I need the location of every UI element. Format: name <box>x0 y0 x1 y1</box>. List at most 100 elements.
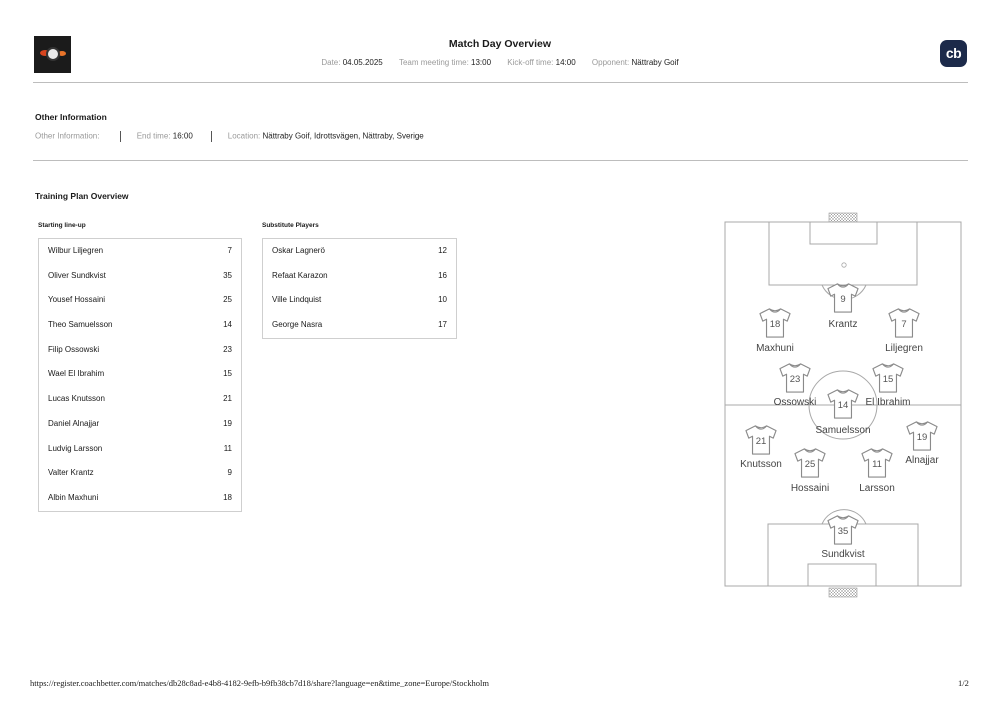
player-name: Refaat Karazon <box>272 270 328 280</box>
player-name: Wael El Ibrahim <box>48 369 105 379</box>
player-marker[interactable]: 15 El Ibrahim <box>865 363 911 408</box>
top-penalty-spot <box>841 262 847 268</box>
starting-lineup-label: Starting line-up <box>38 222 86 229</box>
other-info-field: Other Information: <box>35 131 100 141</box>
player-label: Knutsson <box>740 459 782 470</box>
player-label: Larsson <box>859 483 895 494</box>
location-field: Location: Nättraby Goif, Idrottsvägen, N… <box>227 131 424 141</box>
logo-flame-shape <box>40 50 50 56</box>
top-goal-area <box>809 221 878 245</box>
player-name: Albin Maxhuni <box>48 492 99 502</box>
footer-url[interactable]: https://register.coachbetter.com/matches… <box>30 678 489 688</box>
table-row: Ville Lindquist 10 <box>263 288 456 313</box>
jersey-number: 25 <box>805 459 816 470</box>
player-label: Hossaini <box>791 483 829 494</box>
jersey-number: 23 <box>790 374 801 385</box>
jersey-number: 19 <box>917 432 928 443</box>
table-row: Oliver Sundkvist 35 <box>39 264 241 289</box>
player-number: 25 <box>223 295 232 305</box>
player-name: George Nasra <box>272 320 323 330</box>
table-row: Refaat Karazon 16 <box>263 264 456 289</box>
player-label: Sundkvist <box>821 549 865 560</box>
table-row: Lucas Knutsson 21 <box>39 387 241 412</box>
meta-date: Date: 04.05.2025 <box>321 58 383 67</box>
field-separator <box>119 131 121 142</box>
table-row: Albin Maxhuni 18 <box>39 486 241 511</box>
table-row: Oskar Lagnerö 12 <box>263 239 456 264</box>
player-label: Ossowski <box>774 397 817 408</box>
player-number: 12 <box>438 246 447 255</box>
player-name: Oliver Sundkvist <box>48 270 106 280</box>
player-label: El Ibrahim <box>865 397 910 408</box>
jersey-number: 9 <box>840 294 845 305</box>
divider <box>33 82 968 83</box>
player-name: Oskar Lagnerö <box>272 246 325 255</box>
meta-team-meeting: Team meeting time: 13:00 <box>398 58 492 67</box>
jersey-number: 35 <box>838 526 849 537</box>
player-name: Theo Samuelsson <box>48 320 113 330</box>
player-number: 10 <box>438 295 447 305</box>
page-title: Match Day Overview <box>448 38 552 50</box>
player-label: Krantz <box>829 319 858 330</box>
jersey-number: 7 <box>901 319 906 330</box>
table-row: Daniel Alnajjar 19 <box>39 412 241 437</box>
player-number: 16 <box>438 270 447 280</box>
logo-flame-shape <box>58 51 66 56</box>
training-plan-title: Training Plan Overview <box>35 191 129 201</box>
jersey-number: 21 <box>756 436 767 447</box>
match-meta: Date: 04.05.2025 Team meeting time: 13:0… <box>0 58 1000 67</box>
end-time-field: End time: 16:00 <box>136 131 193 141</box>
player-number: 9 <box>227 468 232 478</box>
player-name: Lucas Knutsson <box>48 394 105 404</box>
bottom-goal-net <box>828 587 858 598</box>
table-row: Theo Samuelsson 14 <box>39 313 241 338</box>
page-number: 1/2 <box>958 678 969 688</box>
player-name: Ludvig Larsson <box>48 443 103 453</box>
coachbetter-logo: cb <box>940 40 967 67</box>
jersey-number: 14 <box>838 400 849 411</box>
player-number: 14 <box>223 320 232 330</box>
player-number: 35 <box>223 270 232 280</box>
player-name: Wilbur Liljegren <box>48 246 104 255</box>
jersey-number: 18 <box>770 319 781 330</box>
divider <box>33 160 968 161</box>
player-number: 21 <box>223 394 232 404</box>
center-circle <box>808 370 878 440</box>
table-row: Valter Krantz 9 <box>39 461 241 486</box>
player-name: Ville Lindquist <box>272 295 322 305</box>
table-row: Ludvig Larsson 11 <box>39 437 241 462</box>
player-name: Yousef Hossaini <box>48 295 106 305</box>
player-number: 18 <box>223 492 232 502</box>
field-separator <box>210 131 212 142</box>
other-information-row: Other Information: End time: 16:00 Locati… <box>35 131 424 142</box>
player-number: 11 <box>223 443 232 453</box>
bottom-goal-area <box>807 563 877 587</box>
player-name: Valter Krantz <box>48 468 94 478</box>
top-goal-net <box>828 212 858 223</box>
player-number: 7 <box>227 246 232 255</box>
bottom-penalty-arc <box>821 509 867 525</box>
player-label: Maxhuni <box>756 343 794 354</box>
player-number: 19 <box>223 418 232 428</box>
meta-opponent: Opponent: Nättraby Goif <box>591 58 679 67</box>
table-row: Wilbur Liljegren 7 <box>39 239 241 264</box>
football-icon <box>46 47 60 61</box>
jersey-number: 15 <box>883 374 894 385</box>
player-name: Daniel Alnajjar <box>48 418 100 428</box>
jersey-number: 11 <box>872 459 882 470</box>
